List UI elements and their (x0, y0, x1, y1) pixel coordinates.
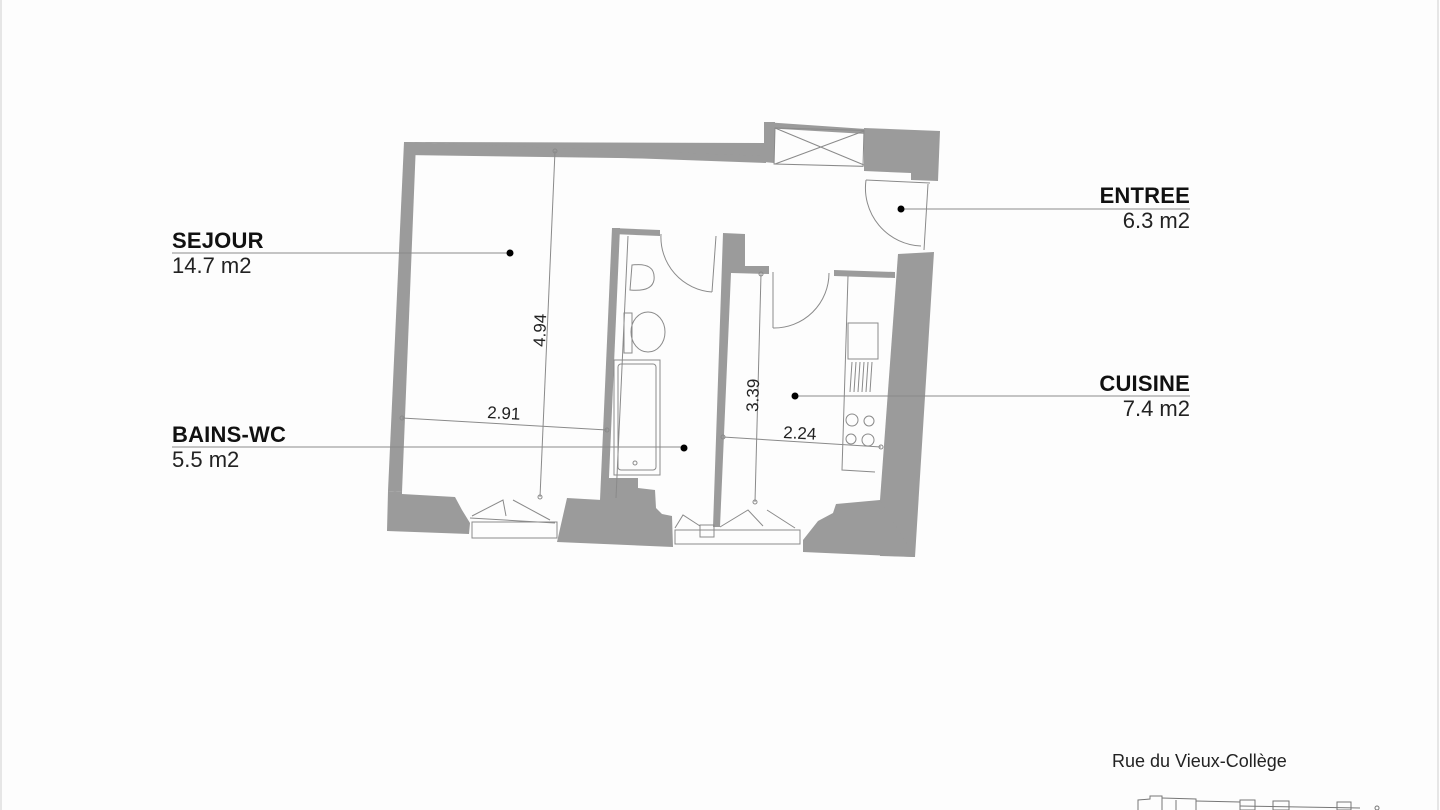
room-area: 7.4 m2 (1122, 396, 1190, 421)
room-area: 14.7 m2 (172, 253, 252, 278)
room-area: 6.3 m2 (1122, 208, 1190, 233)
sejour-marker (506, 249, 514, 257)
bains-marker (680, 444, 688, 452)
room-label-sejour: SEJOUR 14.7 m2 (172, 229, 264, 279)
room-label-cuisine: CUISINE 7.4 m2 (1099, 372, 1190, 422)
dimension-text: 4.94 2.91 3.39 2.24 (487, 313, 817, 443)
room-label-entree: ENTREE 6.3 m2 (1100, 184, 1190, 234)
plan-lines (469, 127, 931, 545)
dim-sejour-width: 2.91 (487, 403, 521, 424)
entree-marker (897, 205, 905, 213)
cuisine-marker (791, 392, 799, 400)
street-name: Rue du Vieux-Collège (1112, 751, 1287, 771)
dim-cuisine-length: 3.39 (743, 378, 763, 412)
room-label-bains-wc: BAINS-WC 5.5 m2 (172, 423, 286, 473)
room-name: BAINS-WC (172, 422, 287, 447)
page-edge-right (1437, 0, 1439, 810)
room-name: SEJOUR (172, 228, 264, 253)
page-edge-left (0, 0, 2, 810)
dim-cuisine-width: 2.24 (783, 423, 817, 444)
site-plan-thumbnail (1137, 795, 1380, 810)
leader-lines (172, 208, 1190, 448)
dim-sejour-length: 4.94 (530, 313, 550, 347)
dimension-lines (399, 148, 884, 505)
room-name: ENTREE (1099, 183, 1190, 208)
walls (387, 122, 940, 557)
room-markers (506, 205, 905, 452)
room-name: CUISINE (1099, 371, 1190, 396)
room-area: 5.5 m2 (172, 447, 240, 472)
